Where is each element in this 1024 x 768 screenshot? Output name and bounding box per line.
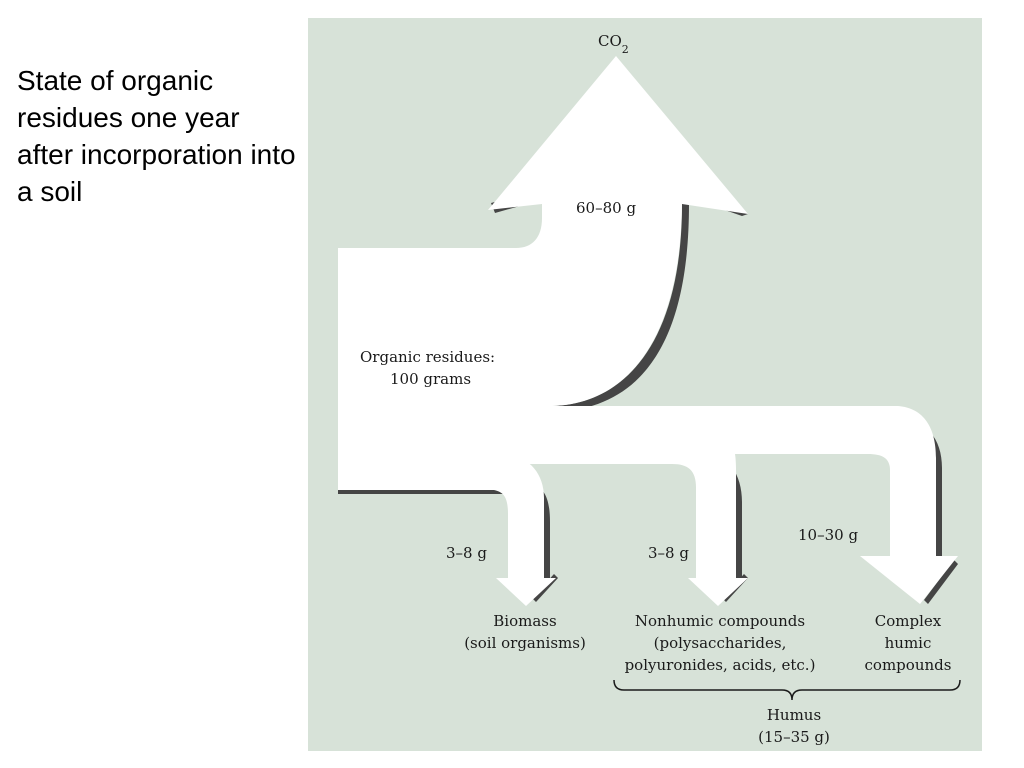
humus-brace [613,679,961,701]
branch-band-biomass [338,454,544,578]
arrowhead-nonhumic [688,578,748,606]
source-label-line2: 100 grams [390,370,471,388]
slide-title: State of organic residues one year after… [17,65,296,207]
co2-amount: 60–80 g [576,199,636,217]
flow-diagram-svg: CO2 60–80 g Organic residues: 100 grams … [308,18,982,751]
source-bottom-shadow [338,488,538,494]
branch-complex-shadow [898,418,942,556]
flow-diagram: CO2 60–80 g Organic residues: 100 grams … [308,18,982,751]
branch-biomass-shadow [530,484,550,578]
flow-amount-nonhumic: 3–8 g [648,544,689,562]
arrowhead-biomass [496,578,556,606]
target-nonhumic-line2: (polysaccharides, [654,634,787,652]
flow-amount-biomass: 3–8 g [446,544,487,562]
arrowhead-complex-shadow [924,560,958,604]
target-biomass-line2: (soil organisms) [464,634,586,652]
co2-label-sub: 2 [622,43,629,56]
co2-arrowhead [488,56,748,214]
branch-nonhumic-shadow [704,452,742,578]
target-complex-line3: compounds [865,656,952,674]
co2-label-main: CO [598,32,622,50]
target-biomass-line1: Biomass [493,612,556,630]
co2-label: CO2 [598,32,629,56]
target-nonhumic-line1: Nonhumic compounds [635,612,805,630]
target-complex-line1: Complex [875,612,942,630]
target-complex-line2: humic [885,634,932,652]
humus-label-line1: Humus [767,706,821,724]
arrowhead-complex [860,556,958,604]
target-nonhumic-line3: polyuronides, acids, etc.) [625,656,816,674]
flow-amount-complex: 10–30 g [798,526,858,544]
arrow-shapes [338,56,958,606]
humus-label-line2: (15–35 g) [758,728,830,746]
source-label-line1: Organic residues: [360,348,495,366]
